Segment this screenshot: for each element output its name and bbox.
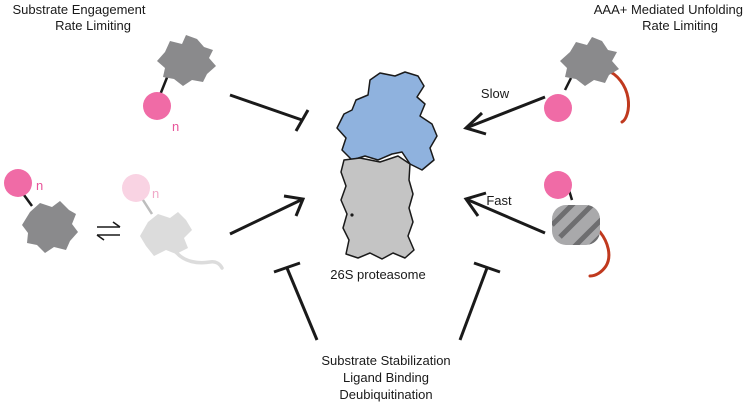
bound-substrate: n bbox=[4, 169, 78, 253]
proteasome-regulatory-cap bbox=[336, 71, 438, 171]
folded-protein-blob bbox=[22, 201, 78, 253]
fast-label: Fast bbox=[486, 193, 512, 208]
faded-tail bbox=[174, 250, 224, 270]
ubiquitin-circle bbox=[544, 171, 572, 199]
fast-unfolding-substrate bbox=[544, 171, 611, 278]
modulators-label-line1: Substrate Stabilization bbox=[321, 353, 450, 368]
ubiquitin-n-label: n bbox=[36, 178, 43, 193]
fast-arrow bbox=[463, 191, 546, 235]
engagement-substrate: n bbox=[143, 35, 216, 134]
activation-arrow-left bbox=[229, 194, 306, 236]
ubiquitin-circle-faded bbox=[122, 174, 150, 202]
slow-label: Slow bbox=[481, 86, 510, 101]
proteasome-label: 26S proteasome bbox=[330, 267, 425, 282]
faded-substrate: n bbox=[122, 174, 224, 270]
unfolding-label-line1: AAA+ Mediated Unfolding bbox=[594, 2, 743, 17]
slow-arrow bbox=[463, 95, 546, 136]
inhibition-arrow-bottom-left bbox=[273, 261, 319, 341]
ubiquitin-circle bbox=[4, 169, 32, 197]
ubiquitin-n-label: n bbox=[172, 119, 179, 134]
unstructured-tail bbox=[604, 68, 630, 124]
modulators-label-line2: Ligand Binding bbox=[343, 370, 429, 385]
slow-unfolding-substrate bbox=[544, 37, 630, 124]
unfolding-protein-blob-faded bbox=[140, 212, 192, 256]
engagement-label-line1: Substrate Engagement bbox=[13, 2, 146, 17]
modulators-label-line3: Deubiquitination bbox=[339, 387, 432, 402]
ubiquitin-circle bbox=[544, 94, 572, 122]
unstructured-tail bbox=[588, 230, 611, 278]
folded-protein-blob bbox=[157, 35, 216, 86]
inhibition-arrow-bottom-right bbox=[458, 261, 501, 341]
ubiquitin-chain-circle bbox=[143, 92, 171, 120]
inhibition-arrow-engagement bbox=[229, 93, 310, 132]
ubiquitin-n-label-faded: n bbox=[152, 186, 159, 201]
equilibrium-arrows bbox=[96, 221, 121, 241]
proteasome-core bbox=[340, 155, 415, 260]
unfolding-label-line2: Rate Limiting bbox=[642, 18, 718, 33]
folded-protein-blob bbox=[560, 37, 619, 86]
engagement-label-line2: Rate Limiting bbox=[55, 18, 131, 33]
proteasome bbox=[336, 71, 438, 260]
